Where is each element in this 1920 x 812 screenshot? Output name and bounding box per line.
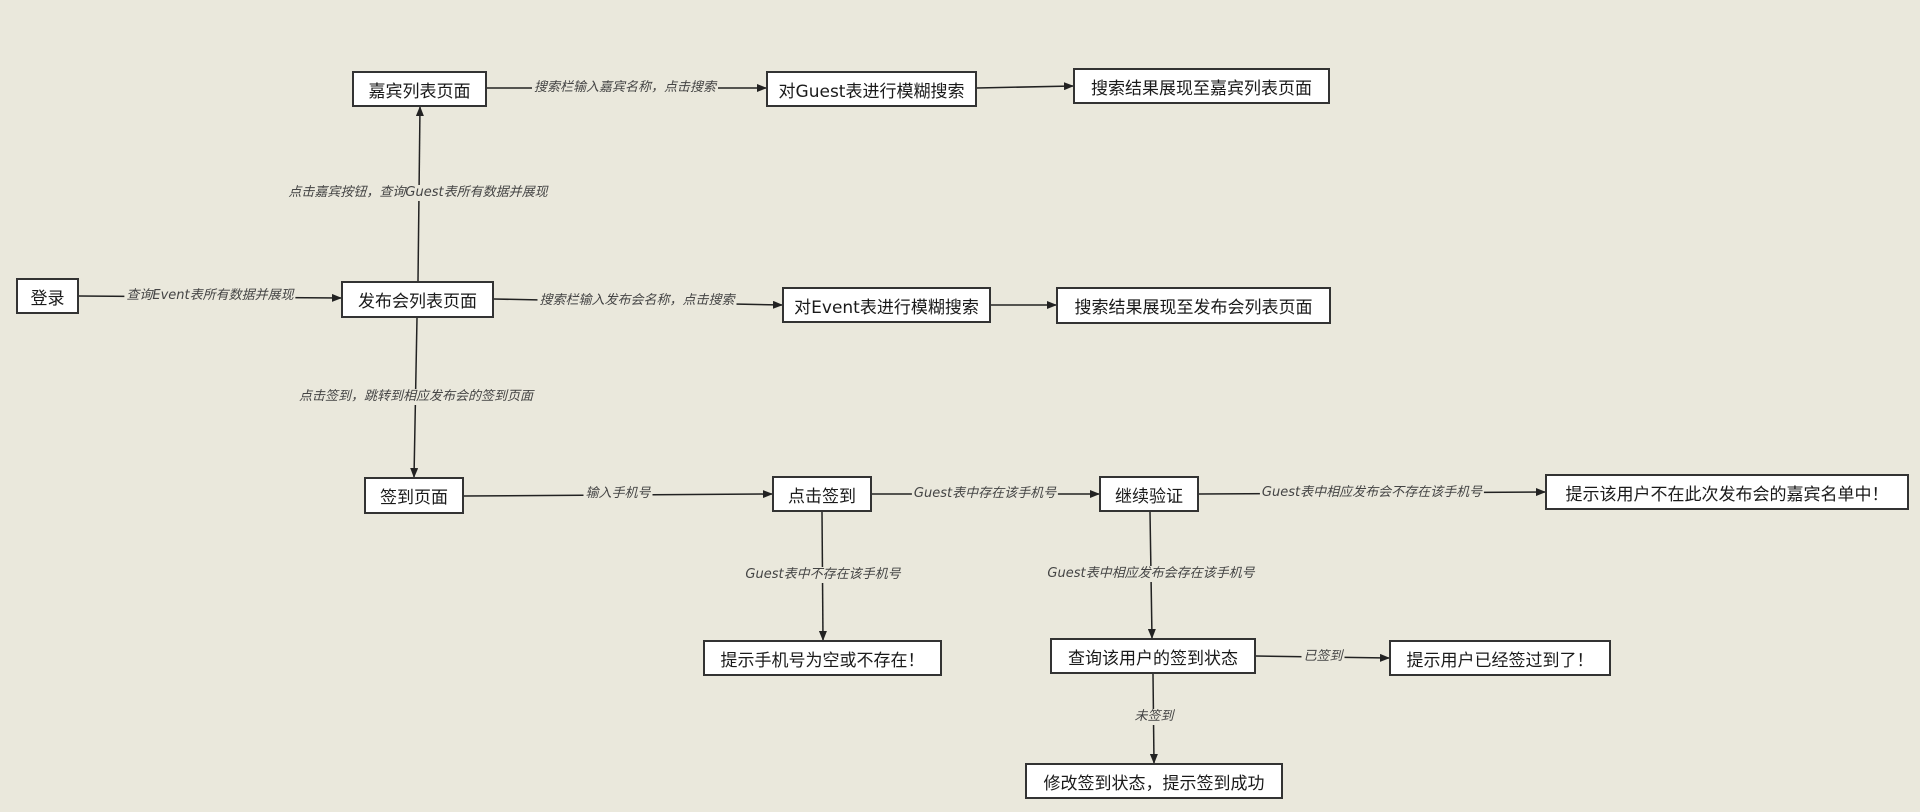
node-not-in-guest-list: 提示该用户不在此次发布会的嘉宾名单中！ [1545, 474, 1909, 510]
node-query-signin-status: 查询该用户的签到状态 [1050, 638, 1256, 674]
node-guest-fuzzy-search: 对Guest表进行模糊搜索 [766, 71, 977, 107]
node-phone-empty-or-missing: 提示手机号为空或不存在！ [703, 640, 942, 676]
edge-label-continue-to-not-in-list: Guest表中相应发布会不存在该手机号 [1259, 485, 1485, 501]
edge-label-signin-to-click: 输入手机号 [583, 486, 653, 502]
edge-label-login-to-event-list: 查询Event表所有数据并展现 [124, 288, 296, 304]
edge-label-click-to-phone-missing: Guest表中不存在该手机号 [743, 567, 903, 583]
edge-label-continue-to-query-status: Guest表中相应发布会存在该手机号 [1045, 566, 1257, 582]
edge-label-click-to-continue: Guest表中存在该手机号 [911, 486, 1059, 502]
node-click-signin: 点击签到 [772, 476, 872, 512]
node-continue-verify: 继续验证 [1099, 476, 1199, 512]
node-update-signin-status: 修改签到状态，提示签到成功 [1025, 763, 1283, 799]
node-event-fuzzy-search: 对Event表进行模糊搜索 [782, 287, 991, 323]
edge-arrow-guest-search-to-result [976, 82, 1074, 91]
edge-label-event-list-to-signin: 点击签到，跳转到相应发布会的签到页面 [296, 389, 536, 405]
node-already-signed: 提示用户已经签过到了！ [1389, 640, 1611, 676]
edge-label-event-list-to-guest-list: 点击嘉宾按钮，查询Guest表所有数据并展现 [286, 185, 550, 201]
node-login: 登录 [16, 278, 79, 314]
edge-label-query-to-already-signed: 已签到 [1301, 649, 1345, 665]
edge-label-guest-list-to-search: 搜索栏输入嘉宾名称，点击搜索 [531, 80, 719, 96]
edge-label-event-list-to-search: 搜索栏输入发布会名称，点击搜索 [537, 293, 737, 309]
node-event-list-page: 发布会列表页面 [341, 281, 494, 318]
node-event-search-result: 搜索结果展现至发布会列表页面 [1056, 287, 1331, 324]
node-guest-list-page: 嘉宾列表页面 [352, 71, 487, 107]
node-signin-page: 签到页面 [364, 477, 464, 514]
edge-label-query-to-update: 未签到 [1132, 709, 1176, 725]
node-guest-search-result: 搜索结果展现至嘉宾列表页面 [1073, 68, 1330, 104]
